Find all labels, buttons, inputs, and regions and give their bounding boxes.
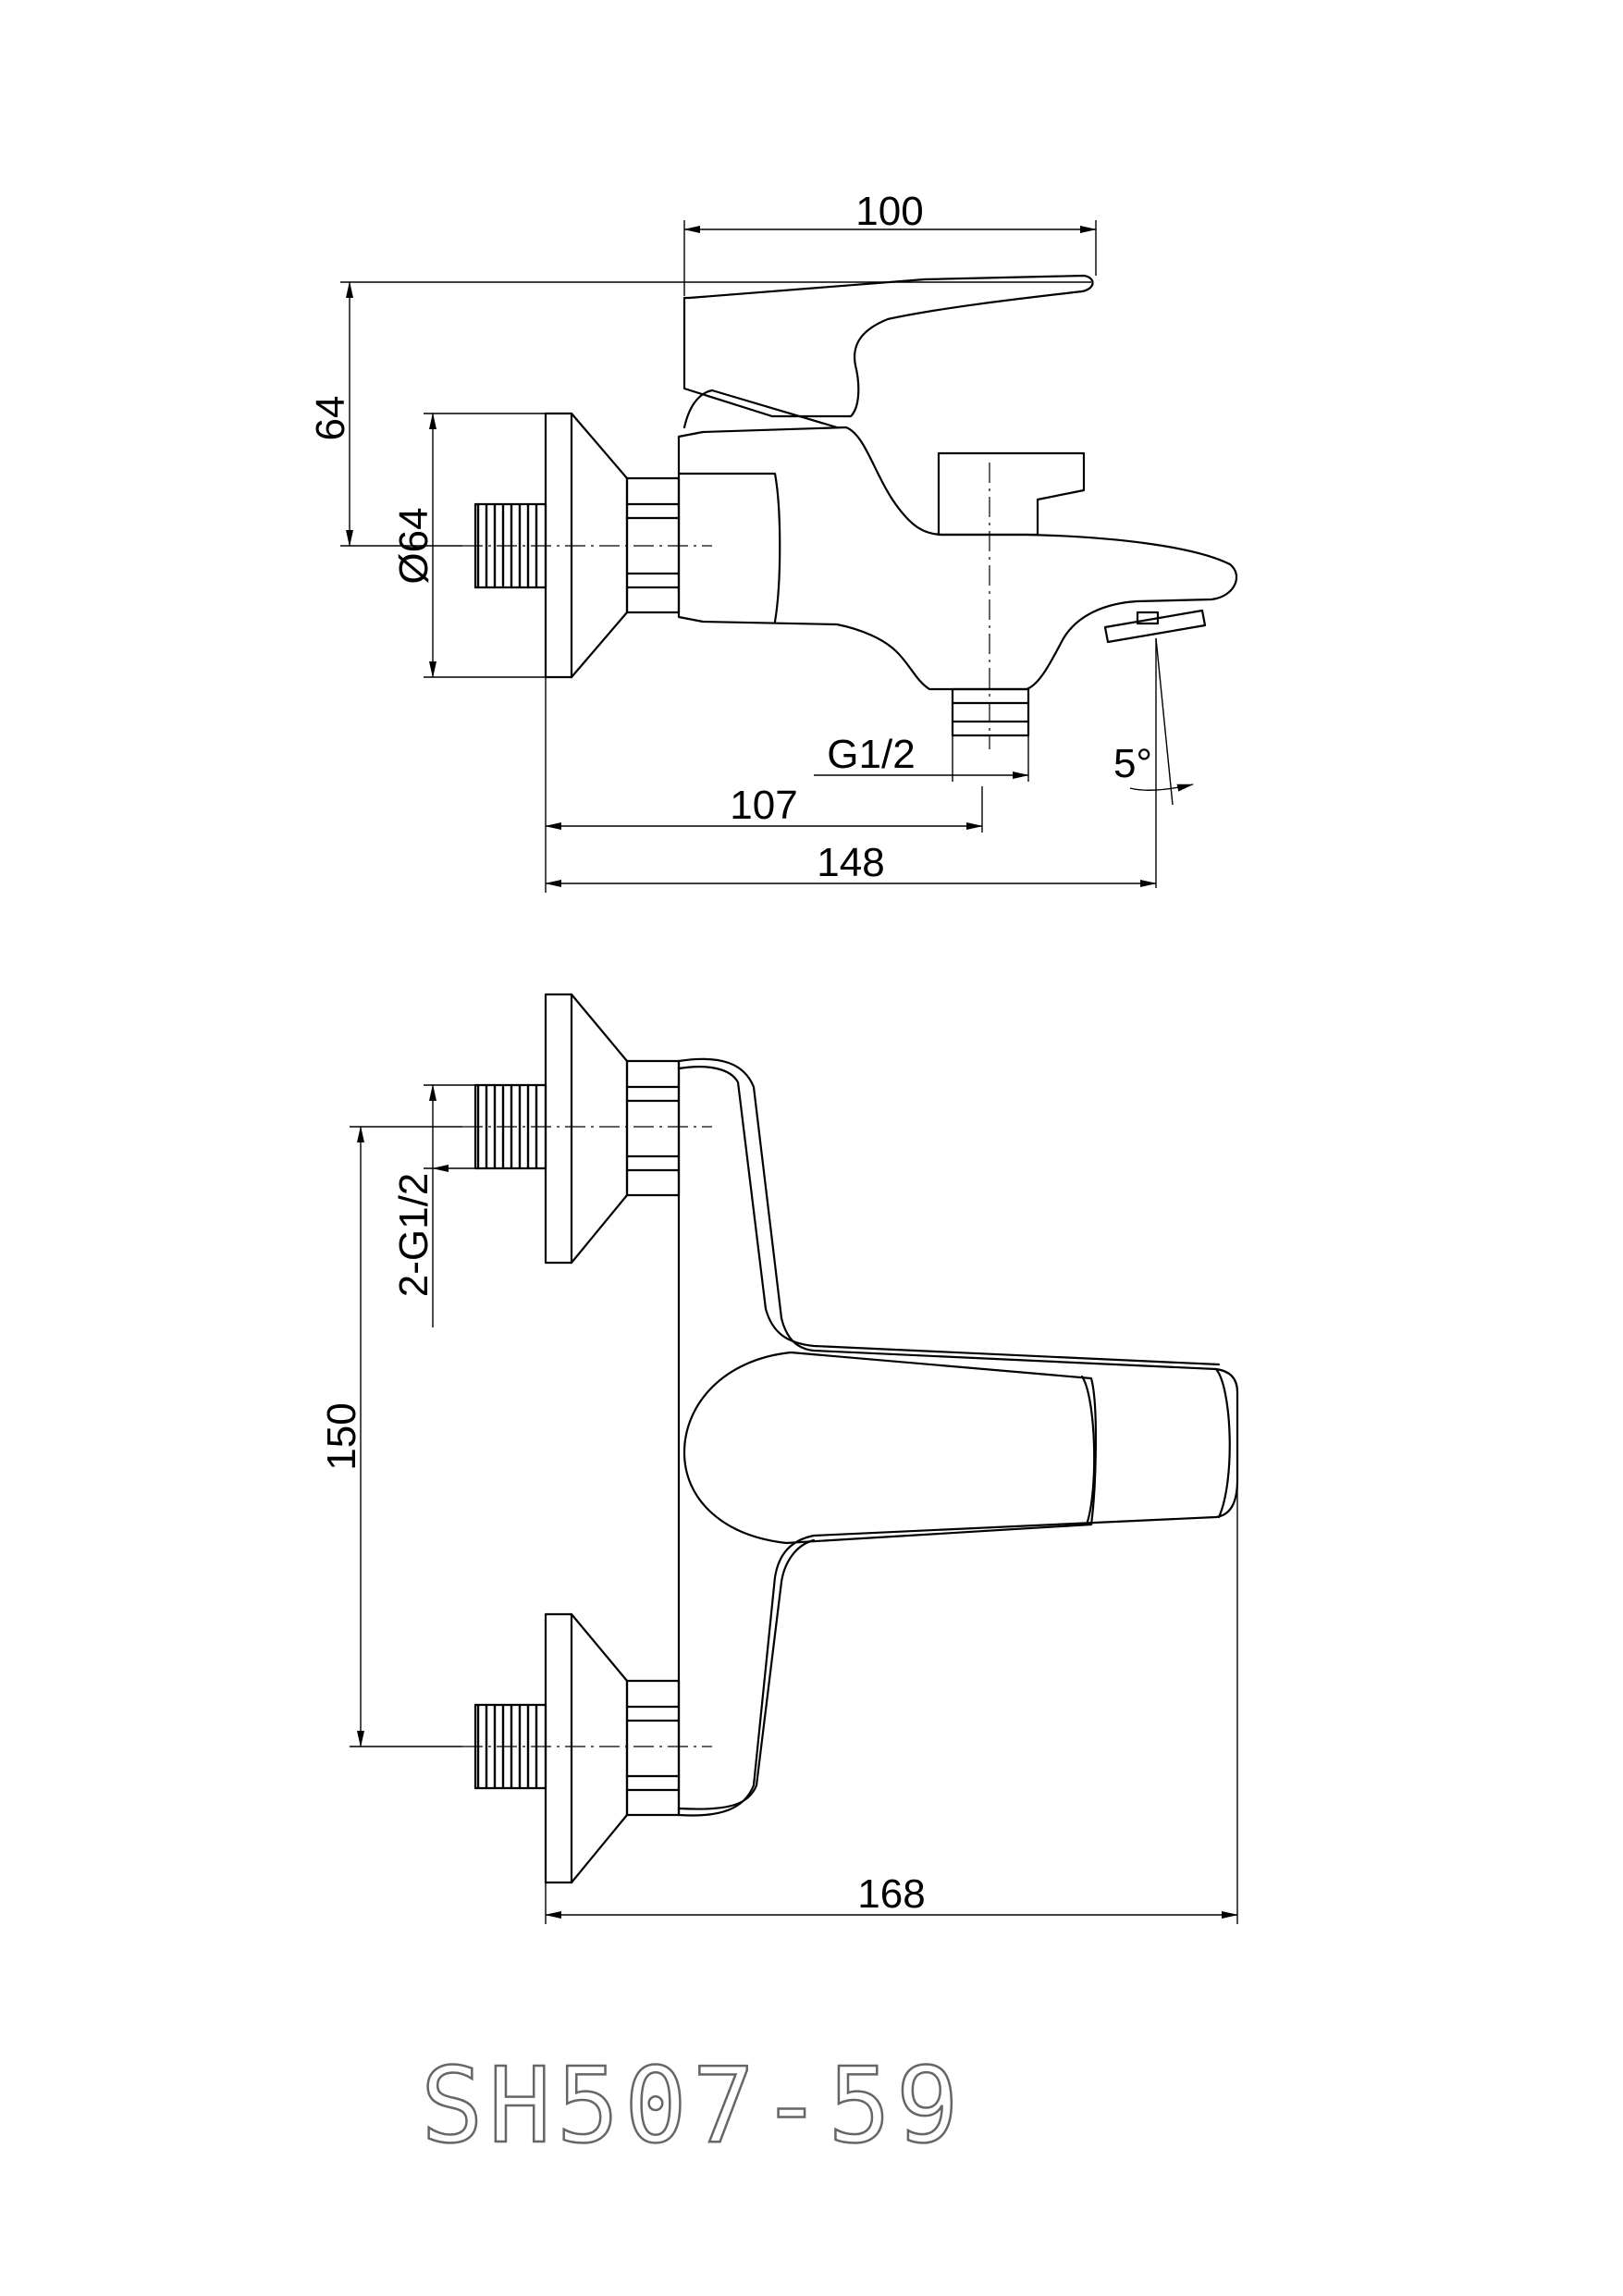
dimension-150: 150 [319, 1126, 462, 1747]
front-spout-tip [1214, 1367, 1231, 1519]
dimension-angle: 5° [1113, 637, 1194, 888]
dimension-label-angle: 5° [1113, 741, 1152, 786]
front-lever-knob [682, 1351, 1098, 1545]
front-lower-escutcheon [570, 1612, 629, 1884]
side-mixer-body [677, 426, 1238, 691]
side-body-recess [677, 472, 781, 623]
front-upper-escutcheon [570, 993, 629, 1265]
front-lower-flange [544, 1612, 573, 1884]
side-lever-handle [682, 274, 1094, 418]
dimension-148: 148 [545, 840, 1157, 887]
front-upper-flange [544, 993, 573, 1265]
side-cartridge-neck [682, 389, 839, 429]
dimension-100: 100 [683, 189, 1097, 296]
side-view [462, 274, 1238, 749]
dimension-label-diameter: Ø64 [391, 507, 436, 584]
side-outlet-nipple [951, 687, 1030, 737]
dimension-label-inlet-thread: 2-G1/2 [391, 1173, 436, 1298]
dimension-168: 168 [545, 1480, 1238, 1924]
dimension-label-168: 168 [857, 1871, 925, 1917]
dimension-64: 64 [308, 281, 1091, 547]
dimension-label-outlet-thread: G1/2 [827, 732, 915, 777]
front-view [462, 993, 1239, 1884]
dimension-label-150: 150 [319, 1402, 364, 1470]
side-aerator [1103, 609, 1207, 644]
front-body-inner-outline [677, 1066, 1221, 1810]
front-body-bar [677, 1057, 1239, 1817]
front-lever-edge [1080, 1375, 1096, 1526]
dimension-label-107: 107 [730, 783, 797, 828]
front-upper-hex-nut [625, 1059, 681, 1197]
side-aerator-slot [1136, 611, 1160, 625]
dimension-label-64: 64 [308, 396, 353, 441]
side-diverter-knob [937, 451, 1086, 537]
dimension-outlet-thread: G1/2 [814, 732, 1029, 782]
dimension-label-148: 148 [817, 840, 884, 885]
model-code: SH507-59 [421, 2046, 964, 2166]
dimension-107: 107 [545, 677, 983, 893]
front-lower-hex-nut [625, 1679, 681, 1817]
dimension-inlet-thread: 2-G1/2 [391, 1084, 475, 1327]
dimension-label-100: 100 [855, 189, 923, 234]
dimension-diameter-64: Ø64 [391, 413, 546, 678]
